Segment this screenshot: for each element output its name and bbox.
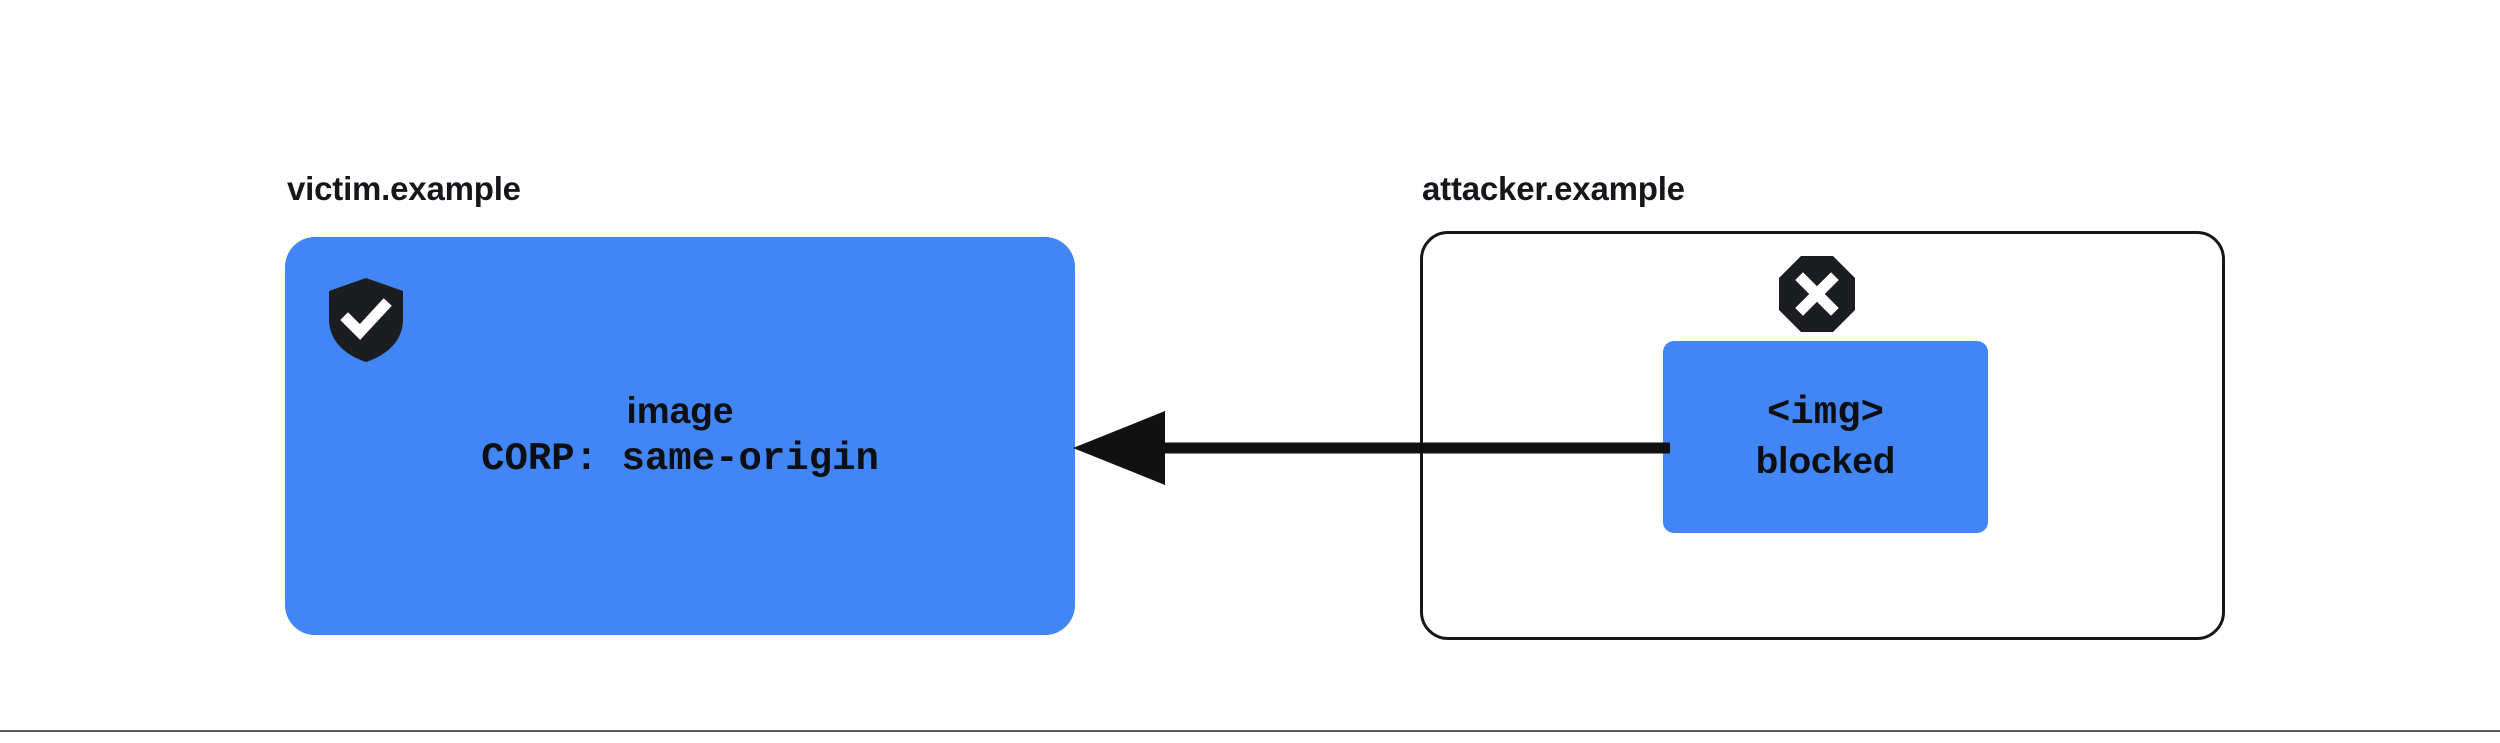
attacker-img-embed-box: <img> blocked xyxy=(1663,341,1988,533)
victim-origin-label: victim.example xyxy=(287,170,521,207)
blocked-request-arrow xyxy=(1073,411,1670,485)
victim-corp-header: CORP: same-origin xyxy=(481,436,879,481)
img-tag-text: <img> xyxy=(1766,391,1885,436)
victim-resource-text: image CORP: same-origin xyxy=(285,237,1075,635)
img-blocked-status: blocked xyxy=(1755,440,1896,482)
attacker-origin-box: <img> blocked xyxy=(1420,231,2225,640)
blocked-octagon-icon xyxy=(1779,256,1855,332)
victim-resource-name: image xyxy=(626,390,734,432)
attacker-origin-label: attacker.example xyxy=(1422,170,1685,207)
shield-check-icon xyxy=(329,278,403,362)
victim-origin-box: image CORP: same-origin xyxy=(285,237,1075,635)
bottom-divider-rule xyxy=(0,730,2500,732)
